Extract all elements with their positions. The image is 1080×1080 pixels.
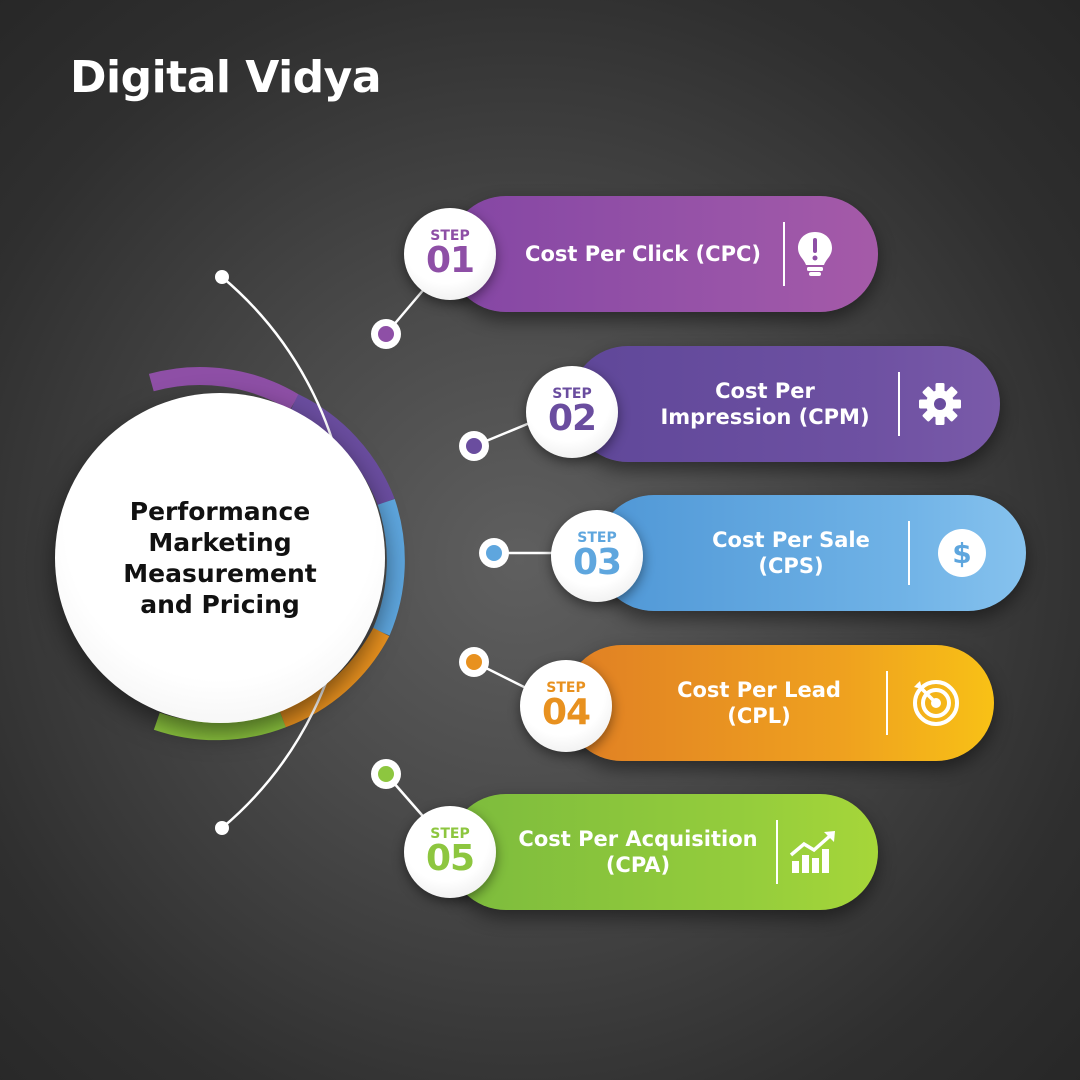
step-1-badge: STEP 01 [404, 208, 496, 300]
step-1-divider [783, 222, 785, 286]
step-3-divider [908, 521, 910, 585]
timeline-node-5 [371, 759, 401, 789]
step-1-card: Cost Per Click (CPC) [448, 196, 878, 312]
step-5-card: Cost Per Acquisition (CPA) [448, 794, 878, 910]
lightbulb-icon [798, 232, 832, 276]
step-2-badge: STEP 02 [526, 366, 618, 458]
arc-start-dot [215, 270, 229, 284]
central-topic-title: Performance Marketing Measurement and Pr… [123, 497, 317, 619]
step-1-word: STEP [430, 228, 470, 244]
step-4-divider [886, 671, 888, 735]
timeline-node-3 [479, 538, 509, 568]
step-2-number: 02 [547, 398, 597, 439]
timeline-node-1 [371, 319, 401, 349]
step-4-number: 04 [541, 692, 591, 733]
step-5-divider [776, 820, 778, 884]
step-2-label: Cost Per Impression (CPM) [660, 379, 870, 429]
growth-chart-icon [789, 831, 835, 873]
dollar-icon: $ [938, 529, 986, 577]
gear-icon [919, 383, 961, 425]
target-icon [913, 680, 959, 726]
brand-logo: Digital Vidya [70, 52, 382, 103]
hub-color-ring [148, 367, 405, 741]
step-2-word: STEP [552, 386, 592, 402]
step-3-badge: STEP 03 [551, 510, 643, 602]
step-4-label: Cost Per Lead (CPL) [677, 678, 841, 728]
timeline-node-4 [459, 647, 489, 677]
step-3-word: STEP [577, 530, 617, 546]
step-4-badge: STEP 04 [520, 660, 612, 752]
step-2-divider [898, 372, 900, 436]
step-1-label: Cost Per Click (CPC) [525, 242, 761, 266]
step-4-card: Cost Per Lead (CPL) [564, 645, 994, 761]
step-5-number: 05 [425, 838, 475, 879]
step-5-label: Cost Per Acquisition (CPA) [518, 827, 758, 877]
svg-text:$: $ [952, 537, 971, 570]
arc-end-dot [215, 821, 229, 835]
step-3-card: Cost Per Sale (CPS) $ [596, 495, 1026, 611]
step-4-word: STEP [546, 680, 586, 696]
step-5-word: STEP [430, 826, 470, 842]
timeline-node-2 [459, 431, 489, 461]
step-3-number: 03 [572, 542, 622, 583]
step-2-card: Cost Per Impression (CPM) [570, 346, 1000, 462]
step-1-number: 01 [425, 240, 475, 281]
step-5-badge: STEP 05 [404, 806, 496, 898]
central-topic-circle: Performance Marketing Measurement and Pr… [55, 393, 385, 723]
step-3-label: Cost Per Sale (CPS) [712, 528, 870, 578]
